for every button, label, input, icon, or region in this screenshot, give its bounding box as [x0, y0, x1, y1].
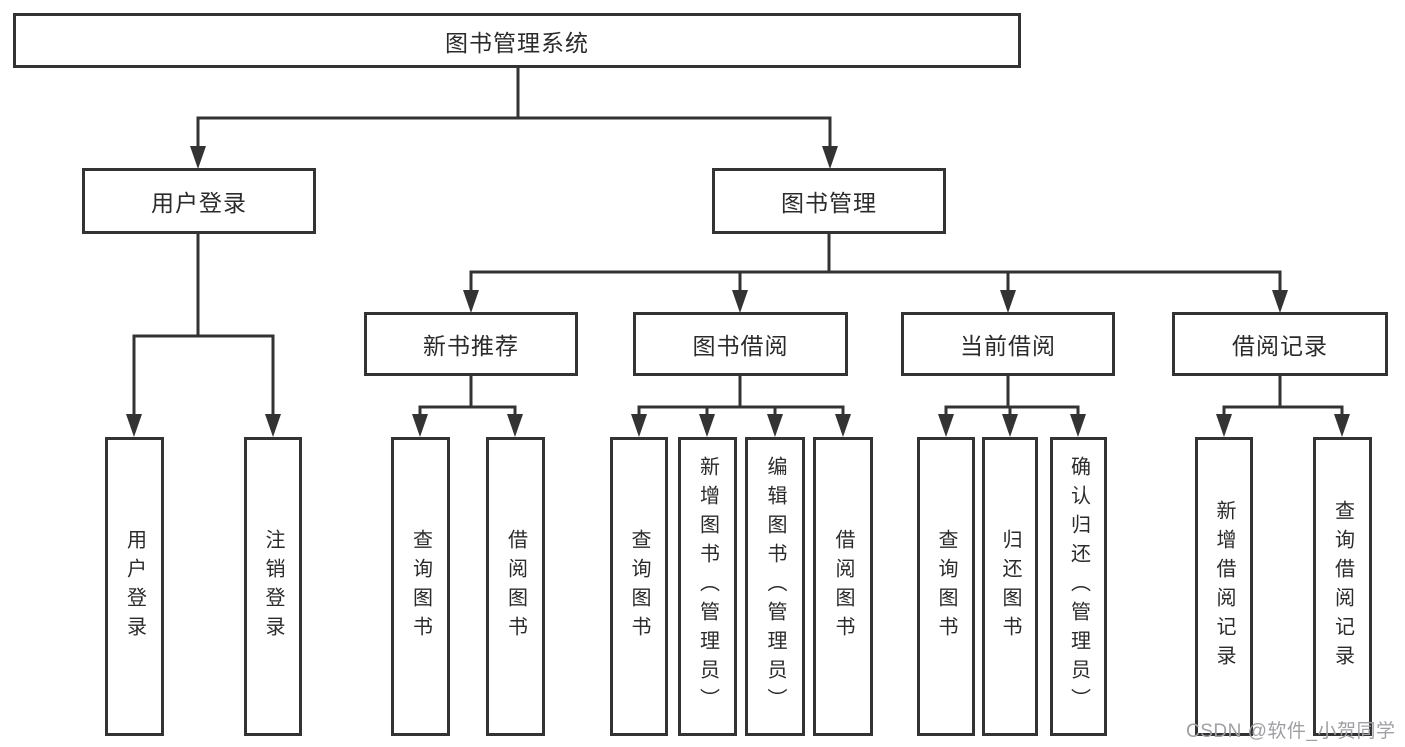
node-label: 借阅记录 [1232, 333, 1328, 359]
leaf-borrowing-edit-books-admin: 编辑图书（管理员） [745, 437, 805, 736]
leaf-borrowing-add-books-admin: 新增图书（管理员） [678, 437, 737, 736]
leaf-logout: 注销登录 [244, 437, 302, 736]
node-current-borrowing: 当前借阅 [901, 312, 1115, 376]
csdn-watermark: CSDN @软件_小贺同学 [1186, 721, 1396, 742]
leaf-label: 新增借阅记录 [1213, 499, 1235, 674]
node-label: 当前借阅 [960, 333, 1056, 359]
leaf-label: 编辑图书（管理员） [764, 456, 786, 717]
node-book-borrowing: 图书借阅 [633, 312, 848, 376]
node-borrowing-records: 借阅记录 [1172, 312, 1388, 376]
leaf-current-query-books: 查询图书 [917, 437, 975, 736]
leaf-label: 借阅图书 [504, 528, 527, 645]
leaf-label: 确认归还（管理员） [1067, 456, 1090, 717]
node-label: 图书管理 [781, 190, 877, 216]
leaf-label: 归还图书 [999, 528, 1021, 645]
leaf-label: 用户登录 [123, 528, 146, 645]
leaf-label: 查询借阅记录 [1331, 499, 1354, 674]
node-book-management: 图书管理 [712, 168, 946, 234]
leaf-label: 新增图书（管理员） [696, 456, 719, 717]
node-user-login: 用户登录 [82, 168, 316, 234]
node-root-system: 图书管理系统 [13, 13, 1021, 68]
node-label: 新书推荐 [423, 333, 519, 359]
leaf-label: 注销登录 [262, 528, 284, 645]
leaf-records-add-borrow-record: 新增借阅记录 [1195, 437, 1253, 736]
node-label: 图书借阅 [692, 333, 789, 359]
leaf-recommend-borrow-books: 借阅图书 [486, 437, 545, 736]
node-new-book-recommend: 新书推荐 [364, 312, 578, 376]
node-label: 图书管理系统 [445, 29, 589, 56]
leaf-current-return-books: 归还图书 [982, 437, 1038, 736]
leaf-recommend-query-books: 查询图书 [391, 437, 450, 736]
leaf-label: 借阅图书 [832, 528, 854, 645]
leaf-records-query-borrow-record: 查询借阅记录 [1313, 437, 1372, 736]
leaf-label: 查询图书 [628, 528, 650, 645]
leaf-user-login: 用户登录 [105, 437, 164, 736]
leaf-borrowing-borrow-books: 借阅图书 [813, 437, 873, 736]
leaf-label: 查询图书 [935, 528, 957, 645]
leaf-borrowing-query-books: 查询图书 [610, 437, 668, 736]
node-label: 用户登录 [151, 190, 247, 216]
leaf-current-confirm-return-admin: 确认归还（管理员） [1050, 437, 1107, 736]
leaf-label: 查询图书 [409, 528, 432, 645]
